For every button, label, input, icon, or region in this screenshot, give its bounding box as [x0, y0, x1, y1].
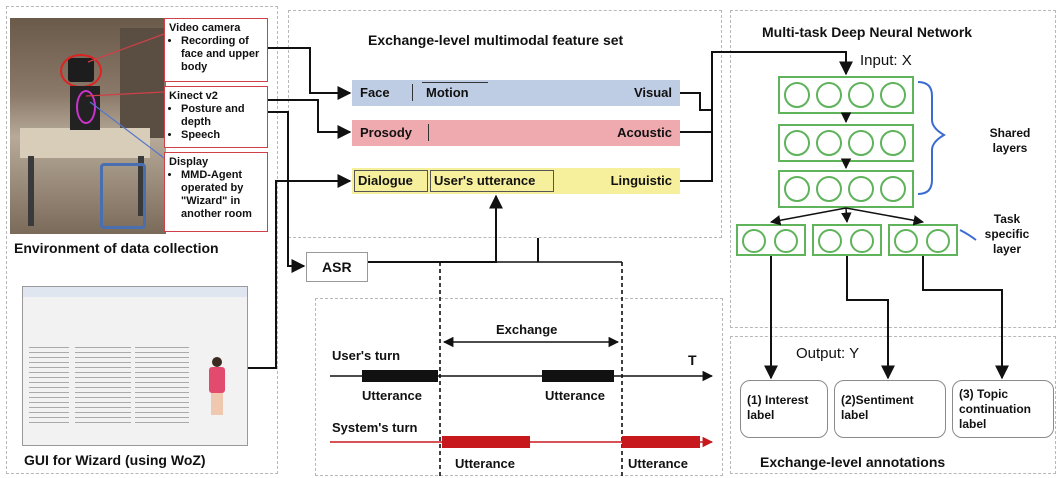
dialogue-feature: Dialogue	[358, 173, 413, 188]
table-leg-left	[28, 156, 34, 226]
neuron	[784, 82, 810, 108]
acoustic-divider	[428, 124, 429, 141]
input-label: Input: X	[860, 52, 912, 69]
avatar-body	[209, 367, 225, 393]
gui-text-pane-right	[135, 347, 189, 427]
linguistic-label: Linguistic	[610, 173, 672, 188]
gui-text-pane-left	[29, 347, 69, 427]
annotations-caption: Exchange-level annotations	[760, 454, 946, 470]
video-camera-bullet: Recording of face and upper body	[181, 35, 263, 74]
timeline-panel-frame	[315, 298, 723, 476]
chair	[100, 163, 146, 229]
asr-label: ASR	[322, 259, 352, 275]
task-specific-layer-label: Task specific layer	[984, 212, 1030, 256]
kinect-bullet-speech: Speech	[181, 129, 263, 142]
output-label: Output: Y	[796, 345, 860, 362]
sentiment-label-box: (2)Sentiment label	[834, 380, 946, 438]
user-utterance-box	[430, 170, 554, 192]
avatar-legs	[211, 393, 223, 415]
user-turn-label: User's turn	[332, 348, 401, 363]
feature-set-title: Exchange-level multimodal feature set	[368, 32, 624, 48]
neuron	[926, 229, 950, 253]
time-axis-label: T	[688, 352, 697, 368]
visual-label: Visual	[633, 85, 672, 100]
annotation-panel-frame	[730, 336, 1056, 474]
table	[20, 128, 150, 158]
shared-layer-2	[778, 124, 914, 162]
acoustic-label: Acoustic	[617, 125, 672, 140]
display-title: Display	[169, 156, 209, 168]
video-camera-title: Video camera	[169, 22, 241, 34]
neuron	[784, 176, 810, 202]
environment-caption: Environment of data collection	[14, 240, 219, 256]
system-utterance-label-2: Utterance	[628, 456, 688, 471]
shared-layer-3	[778, 170, 914, 208]
user-utterance-label-1: Utterance	[362, 388, 422, 403]
visual-divider	[412, 84, 413, 101]
acoustic-band: Prosody Acoustic	[352, 120, 680, 146]
interest-label-box: (1) Interest label	[740, 380, 828, 438]
neuron	[818, 229, 842, 253]
neuron	[848, 176, 874, 202]
motion-feature: Motion	[426, 85, 469, 100]
gui-titlebar	[23, 287, 247, 297]
shared-layer-1	[778, 76, 914, 114]
neuron	[848, 130, 874, 156]
video-camera-callout: Video camera Recording of face and upper…	[164, 18, 268, 82]
user-utterance-label-2: Utterance	[545, 388, 605, 403]
system-turn-label: System's turn	[332, 420, 418, 435]
prosody-feature: Prosody	[360, 125, 413, 140]
wizard-gui-screenshot	[22, 286, 248, 446]
neuron	[848, 82, 874, 108]
gui-text-pane-mid	[75, 347, 131, 427]
display-bullet: MMD-Agent operated by "Wizard" in anothe…	[181, 169, 263, 221]
table-leg-right	[138, 156, 144, 216]
display-callout: Display MMD-Agent operated by "Wizard" i…	[164, 152, 268, 232]
neuron	[880, 130, 906, 156]
linguistic-band: Dialogue User's utterance Linguistic	[352, 168, 680, 194]
user-utterance-feature: User's utterance	[434, 173, 536, 188]
gui-caption: GUI for Wizard (using WoZ)	[24, 452, 206, 468]
topic-continuation-label-box: (3) Topic continuation label	[952, 380, 1054, 438]
neuron	[894, 229, 918, 253]
environment-photo	[10, 18, 166, 234]
neuron	[784, 130, 810, 156]
avatar-head	[212, 357, 222, 367]
neuron	[880, 176, 906, 202]
shared-layers-label: Shared layers	[989, 126, 1031, 155]
visual-band: Face Motion Visual	[352, 80, 680, 106]
network-title: Multi-task Deep Neural Network	[762, 24, 973, 40]
system-utterance-label-1: Utterance	[455, 456, 515, 471]
task-layer-3	[888, 224, 958, 256]
exchange-label: Exchange	[496, 322, 558, 337]
neuron	[816, 176, 842, 202]
gui-agent-avatar	[207, 357, 227, 415]
neuron	[816, 82, 842, 108]
kinect-title: Kinect v2	[169, 90, 218, 102]
face-feature: Face	[360, 85, 390, 100]
kinect-callout: Kinect v2 Posture and depth Speech	[164, 86, 268, 148]
neuron	[774, 229, 798, 253]
neuron	[742, 229, 766, 253]
task-layer-1	[736, 224, 806, 256]
neuron	[850, 229, 874, 253]
neuron	[880, 82, 906, 108]
task-layer-2	[812, 224, 882, 256]
display-highlight	[76, 90, 96, 124]
neuron	[816, 130, 842, 156]
camera-highlight	[60, 54, 102, 88]
dialogue-box	[354, 170, 428, 192]
motion-overline	[422, 82, 488, 83]
kinect-bullet-posture: Posture and depth	[181, 103, 263, 129]
shelf	[120, 28, 164, 138]
